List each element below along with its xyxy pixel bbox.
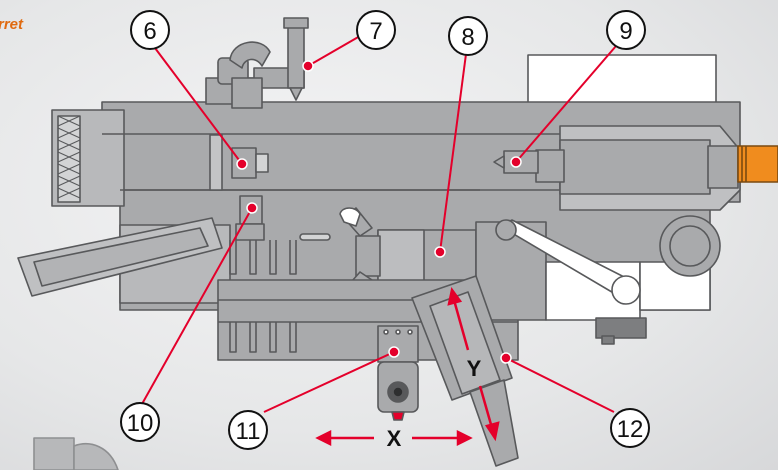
turret-face-plate xyxy=(377,229,425,283)
center-slot xyxy=(299,233,331,241)
callout-11: 11 xyxy=(228,410,268,450)
y-axis-arrow-down xyxy=(478,385,494,429)
spindle-housing xyxy=(559,139,711,195)
frame-inner-slot xyxy=(209,134,223,191)
right-tool-tip xyxy=(493,155,505,169)
top-fixture-tip xyxy=(289,87,303,101)
y-axis-arrow-up xyxy=(452,299,470,351)
background-machine-silhouette xyxy=(33,437,119,470)
left-tool-tip xyxy=(255,153,269,173)
callout-label-6: 6 xyxy=(143,18,156,45)
lower-tool-bore-inner xyxy=(392,386,404,398)
leader-dot-7 xyxy=(302,60,314,72)
top-clamp-arc xyxy=(229,41,271,69)
leader-dot-10 xyxy=(246,202,258,214)
leader-line-8 xyxy=(439,53,467,253)
right-bottom-block xyxy=(595,317,647,339)
x-axis-arrowhead-right xyxy=(456,429,473,447)
callout-label-11: 11 xyxy=(236,418,261,445)
leader-dot-6 xyxy=(236,158,248,170)
page-title-fragment: rret xyxy=(0,16,24,33)
callout-6: 6 xyxy=(130,10,170,50)
callout-12: 12 xyxy=(610,408,650,448)
spindle-end-cap xyxy=(707,145,739,189)
grille-hatch xyxy=(57,115,81,199)
callout-label-7: 7 xyxy=(369,18,382,45)
mount-screw xyxy=(407,329,413,335)
leader-dot-11 xyxy=(388,346,400,358)
top-fixture-post xyxy=(287,19,305,89)
tool-10-stem xyxy=(235,223,265,241)
leader-line-6 xyxy=(151,43,243,165)
leader-line-10 xyxy=(141,207,253,405)
left-arm-inner xyxy=(33,227,209,287)
right-bottom-tab xyxy=(601,335,615,345)
callout-label-9: 9 xyxy=(619,18,632,45)
y-axis-arrowhead-down xyxy=(484,421,500,442)
leader-line-9 xyxy=(515,45,617,163)
callout-8: 8 xyxy=(448,16,488,56)
rail-slot-loops xyxy=(229,240,297,353)
y-axis-label: Y xyxy=(467,356,482,381)
callout-label-10: 10 xyxy=(127,410,154,437)
leader-dot-8 xyxy=(434,246,446,258)
callout-label-12: 12 xyxy=(617,416,644,443)
x-axis-label: X xyxy=(387,426,402,451)
lower-tool-tip xyxy=(391,411,405,421)
turret-mount xyxy=(355,235,381,277)
top-right-cover xyxy=(527,54,717,106)
spindle-collar xyxy=(535,149,565,183)
top-fixture-cap xyxy=(283,17,309,29)
orange-spindle-shaft xyxy=(737,145,778,183)
leader-line-12 xyxy=(505,357,615,413)
right-handwheel-hub xyxy=(669,225,711,267)
leader-dot-9 xyxy=(510,156,522,168)
x-axis-arrowhead-left xyxy=(315,429,332,447)
leader-dot-12 xyxy=(500,352,512,364)
top-clamp-arm xyxy=(231,77,263,109)
turret-jaw-upper xyxy=(339,207,361,227)
callout-10: 10 xyxy=(120,402,160,442)
left-vent-grille xyxy=(57,115,81,203)
callout-label-8: 8 xyxy=(461,24,474,51)
leader-line-7 xyxy=(307,35,361,67)
feed-lever-knob-top xyxy=(495,219,517,241)
callout-7: 7 xyxy=(356,10,396,50)
mount-screw xyxy=(395,329,401,335)
leader-line-11 xyxy=(263,351,395,413)
mount-screw xyxy=(383,329,389,335)
feed-lever-knob-end xyxy=(611,275,641,305)
callout-9: 9 xyxy=(606,10,646,50)
y-axis-arrowhead-up xyxy=(447,287,463,306)
spindle-shaft-ribs xyxy=(741,146,747,182)
